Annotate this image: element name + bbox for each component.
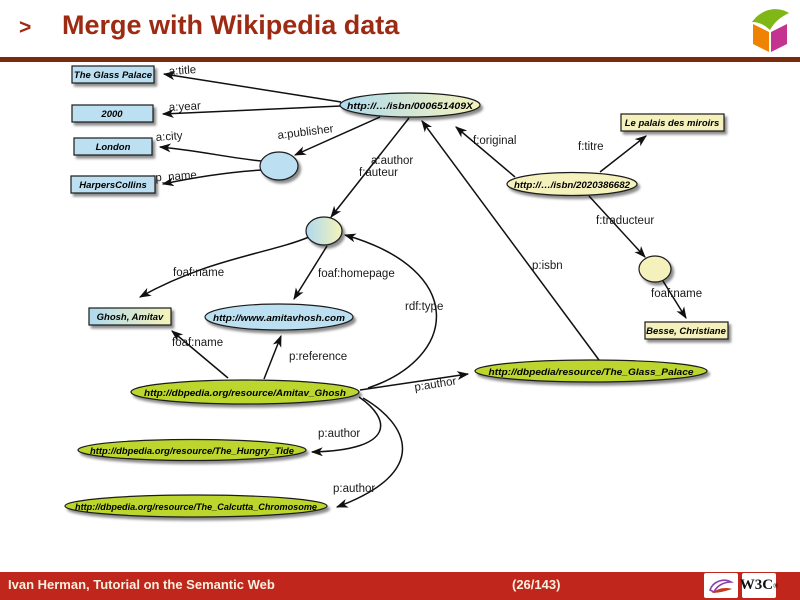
edge-label-a-publisher: a:publisher [277,123,334,142]
edge-p-author-glass [359,371,470,391]
edge-a-p-name [161,169,263,187]
node-glass-palace-literal: The Glass Palace [71,65,155,84]
node-glass-palace-literal-text: The Glass Palace [74,70,153,81]
nodes: The Glass Palace 2000 London HarpersColl… [64,65,729,518]
edge-rdf-type [343,233,438,389]
footer-bar [0,572,800,600]
edge-f-traducteur [588,195,646,258]
node-besse-literal-text: Besse, Christiane [646,326,726,337]
node-dbpedia-glass-palace: http://dbpedia/resource/The_Glass_Palace [474,359,708,383]
node-isbn-fr-text: http://…/isbn/2020386682 [514,180,631,191]
calligraphy-swoosh-icon [709,578,735,593]
node-author-blank [305,216,343,246]
edge-p-author-calcutta [335,397,404,508]
node-dbpedia-calcutta-chromosome-text: http://dbpedia.org/resource/The_Calcutta… [75,502,318,513]
node-dbpedia-amitav-ghosh-text: http://dbpedia.org/resource/Amitav_Ghosh [144,388,346,399]
node-translator-blank [638,255,672,283]
node-dbpedia-glass-palace-text: http://dbpedia/resource/The_Glass_Palace [489,367,695,378]
edge-label-foaf-name-translator: foaf:name [651,288,702,300]
footer-credit: Ivan Herman, Tutorial on the Semantic We… [8,577,275,592]
edge-a-city [158,143,262,162]
node-homepage-uri-text: http://www.amitavhosh.com [213,313,346,324]
node-isbn-fr: http://…/isbn/2020386682 [506,171,638,197]
edge-a-year [161,105,342,119]
edge-label-a-author: a:author [371,155,413,167]
semantic-web-cube-icon [752,9,789,52]
edge-label-foaf-name-author: foaf:name [173,267,224,279]
w3c-registered-mark: ® [773,581,779,590]
node-dbpedia-amitav-ghosh: http://dbpedia.org/resource/Amitav_Ghosh [130,379,360,405]
node-homepage-uri: http://www.amitavhosh.com [204,303,354,331]
node-dbpedia-hungry-tide-text: http://dbpedia.org/resource/The_Hungry_T… [90,446,295,457]
edge-label-f-traducteur: f:traducteur [596,215,654,227]
edge-a-publisher [293,116,381,156]
edge-labels: a:title a:year a:city a:p_name a:publish… [145,64,702,495]
edge-foaf-name-resource [171,330,229,379]
node-ghosh-literal-text: Ghosh, Amitav [97,312,164,323]
edge-label-foaf-homepage: foaf:homepage [318,268,395,280]
edge-label-p-author-hungry: p:author [318,428,360,440]
edge-label-foaf-name-resource: foaf:name [172,337,223,349]
node-year-literal-text: 2000 [100,109,123,120]
node-palais-literal: Le palais des miroirs [620,113,725,132]
node-dbpedia-calcutta-chromosome: http://dbpedia.org/resource/The_Calcutta… [64,494,328,518]
edge-label-rdf-type: rdf:type [405,301,443,313]
edge-label-p-author-glass: p:author [414,375,458,393]
edge-f-titre [599,135,647,173]
page-title: Merge with Wikipedia data [62,10,400,40]
edge-p-isbn [421,120,600,361]
edge-label-p-author-calcutta: p:author [333,483,375,495]
w3c-logo-text: W3C [739,577,774,593]
slide-page-number: (26/143) [512,577,561,592]
node-london-literal-text: London [96,142,131,153]
node-year-literal: 2000 [71,104,154,123]
edge-p-author-hungry [310,396,382,457]
node-london-literal: London [73,137,153,156]
edge-label-p-isbn: p:isbn [532,260,563,272]
edge-p-reference [263,334,282,380]
node-isbn-en: http://…/isbn/000651409X [339,92,481,118]
node-besse-literal: Besse, Christiane [644,321,729,340]
w3c-office-logo [704,573,738,598]
edge-foaf-name-translator [662,280,687,320]
edge-label-f-auteur: f:auteur [359,167,398,179]
edge-a-title [162,71,342,103]
edge-foaf-name-author [138,236,310,298]
title-bullet: > [19,16,32,39]
edge-label-f-titre: f:titre [578,141,604,153]
edge-a-author-f-auteur [330,117,410,218]
node-publisher-blank [259,151,299,181]
node-dbpedia-hungry-tide: http://dbpedia.org/resource/The_Hungry_T… [77,438,307,462]
node-harperscollins-literal: HarpersCollins [70,175,156,194]
node-harperscollins-literal-text: HarpersCollins [79,180,147,191]
node-palais-literal-text: Le palais des miroirs [625,118,720,129]
edge-label-a-city: a:city [155,130,183,144]
edge-label-a-year: a:year [169,100,202,114]
edge-label-a-title: a:title [168,64,196,78]
header-divider [0,57,800,62]
edge-f-original [455,126,516,178]
edge-label-p-reference: p:reference [289,351,347,363]
edges [138,71,687,508]
edge-label-f-original: f:original [473,135,516,147]
node-isbn-en-text: http://…/isbn/000651409X [347,101,474,112]
edge-label-a-p-name: a:p_name [145,169,197,185]
edge-foaf-homepage [293,245,328,301]
w3c-logo: W3C® [739,573,779,598]
node-ghosh-literal: Ghosh, Amitav [88,307,172,326]
